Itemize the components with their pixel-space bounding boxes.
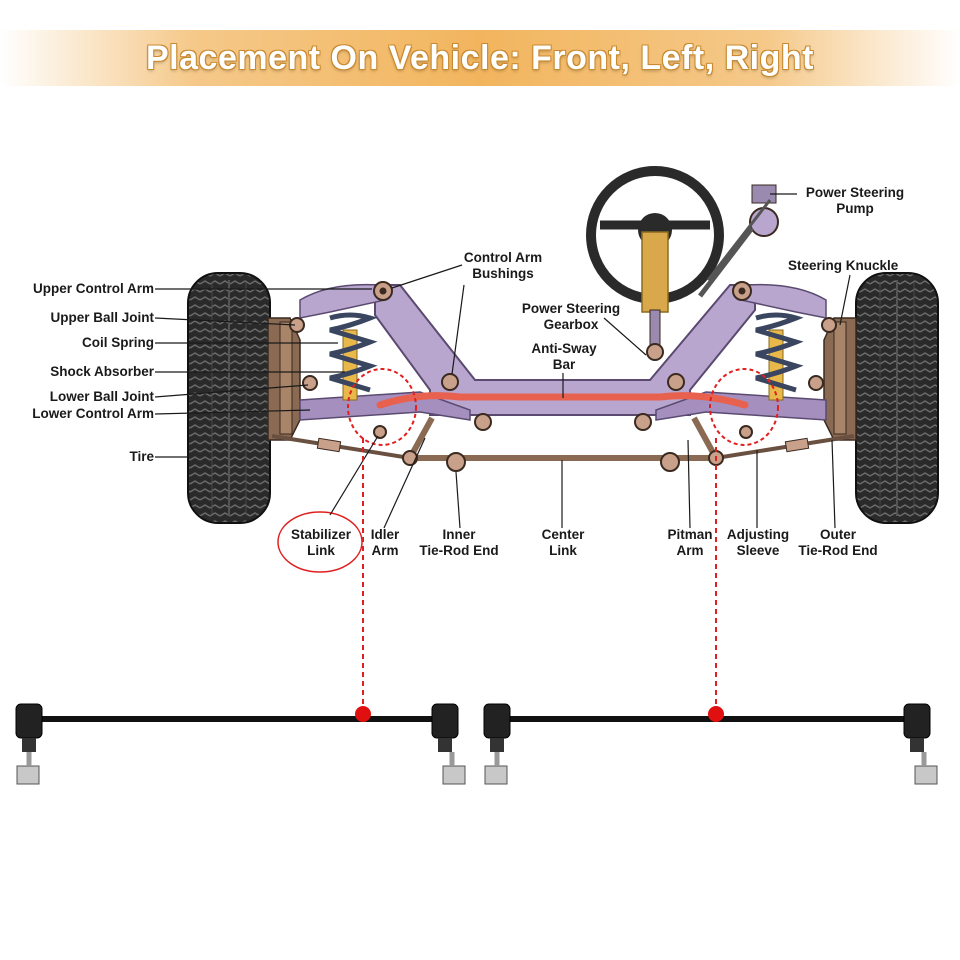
label-power-steering-gearbox-line1: Power Steering (521, 301, 621, 316)
placement-drop-lines (362, 438, 717, 712)
label-stabilizer-link-line1: Stabilizer (290, 527, 352, 542)
label-upper-control-arm: Upper Control Arm (33, 281, 154, 296)
label-idler-arm-line2: Arm (371, 543, 399, 558)
placement-dot-right (708, 706, 724, 722)
label-idler-arm: Idler Arm (371, 527, 400, 559)
label-inner-tie-rod-end-line1: Inner (442, 527, 476, 542)
label-control-arm-bushings-line1: Control Arm (463, 250, 543, 265)
label-outer-tie-rod-end-line1: Outer (819, 527, 856, 542)
label-adjusting-sleeve-line2: Sleeve (736, 543, 780, 558)
label-upper-ball-joint: Upper Ball Joint (50, 310, 154, 325)
label-adjusting-sleeve-line1: Adjusting (726, 527, 790, 542)
power-steering-pump (698, 184, 779, 298)
left-knuckle (267, 317, 301, 441)
label-coil-spring: Coil Spring (82, 335, 154, 350)
right-coil-spring (755, 312, 837, 401)
label-pitman-arm-line1: Pitman (667, 527, 713, 542)
stabilizer-link-right-product (483, 703, 938, 785)
label-center-link-line2: Link (549, 543, 577, 558)
steering-linkage (271, 416, 855, 472)
label-stabilizer-link: Stabilizer Link (291, 527, 351, 559)
banner-title: Placement On Vehicle: Front, Left, Right (146, 38, 814, 77)
anti-sway-bar (376, 392, 749, 409)
label-pitman-arm-line2: Arm (676, 543, 704, 558)
leader-lines (154, 193, 851, 529)
label-outer-tie-rod-end: Outer Tie-Rod End (798, 527, 877, 559)
stabilizer-link-left-product (15, 703, 466, 785)
label-control-arm-bushings: Control Arm Bushings (464, 250, 542, 282)
steering-wheel (586, 166, 724, 361)
label-idler-arm-line1: Idler (370, 527, 400, 542)
label-center-link-line1: Center (541, 527, 585, 542)
label-tire: Tire (129, 449, 154, 464)
placement-dot-left (355, 706, 371, 722)
label-control-arm-bushings-line2: Bushings (472, 266, 534, 281)
frame-crossmember (299, 281, 827, 416)
label-adjusting-sleeve: Adjusting Sleeve (727, 527, 789, 559)
label-power-steering-pump-line1: Power Steering (805, 185, 905, 200)
label-lower-ball-joint: Lower Ball Joint (49, 389, 154, 404)
label-center-link: Center Link (542, 527, 585, 559)
right-tire (855, 272, 939, 524)
label-stabilizer-link-line2: Link (307, 543, 335, 558)
label-lower-control-arm: Lower Control Arm (32, 406, 154, 421)
label-steering-knuckle: Steering Knuckle (788, 258, 899, 273)
label-power-steering-pump: Power Steering Pump (806, 185, 904, 217)
label-pitman-arm: Pitman Arm (667, 527, 712, 559)
label-anti-sway-bar-line1: Anti-Sway (531, 341, 597, 356)
right-knuckle (823, 317, 857, 441)
label-anti-sway-bar-line2: Bar (552, 357, 576, 372)
title-banner: Placement On Vehicle: Front, Left, Right (0, 30, 960, 86)
label-power-steering-gearbox: Power Steering Gearbox (522, 301, 620, 333)
label-anti-sway-bar: Anti-Sway Bar (531, 341, 596, 373)
label-outer-tie-rod-end-line2: Tie-Rod End (798, 543, 878, 558)
label-power-steering-pump-line2: Pump (836, 201, 874, 216)
label-inner-tie-rod-end: Inner Tie-Rod End (419, 527, 498, 559)
label-inner-tie-rod-end-line2: Tie-Rod End (419, 543, 499, 558)
label-power-steering-gearbox-line2: Gearbox (543, 317, 599, 332)
label-shock-absorber: Shock Absorber (50, 364, 154, 379)
left-coil-spring (289, 312, 378, 401)
left-tire (187, 272, 271, 524)
